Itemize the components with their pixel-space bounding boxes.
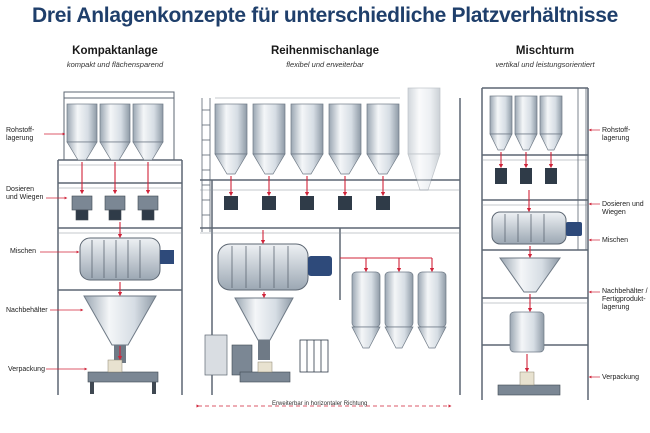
reihen-dosing bbox=[224, 196, 390, 210]
left-label-leaders bbox=[40, 132, 88, 371]
label-left-mischen: Mischen bbox=[10, 248, 37, 255]
right-label-leaders bbox=[588, 128, 600, 379]
reihen-hopper bbox=[234, 297, 294, 341]
label-right-verpackung: Verpackung bbox=[602, 374, 639, 381]
kompakt-mixer bbox=[79, 237, 174, 281]
expand-note: Erweiterbar in horizontaler Richtung bbox=[272, 401, 368, 407]
kompakt-dosing bbox=[71, 195, 159, 221]
turm-structure bbox=[481, 87, 589, 400]
safety-fence bbox=[299, 339, 329, 373]
panel-subtitle-turm: vertikal und leistungsorientiert bbox=[495, 60, 595, 69]
label-left-dosieren: Dosieren und Wiegen bbox=[6, 186, 44, 202]
label-right-nachbehaelter: Nachbehälter / Fertigprodukt- lagerung bbox=[602, 288, 648, 312]
reihen-silos bbox=[214, 103, 400, 175]
kompakt-packing bbox=[87, 359, 159, 394]
turm-silos bbox=[489, 95, 563, 151]
reihen-mixer bbox=[217, 243, 332, 291]
panel-subtitle-reihen: flexibel und erweiterbar bbox=[286, 60, 364, 69]
turm-dosing bbox=[495, 168, 557, 184]
kompakt-structure bbox=[57, 91, 183, 395]
panel-title-turm: Mischturm bbox=[515, 45, 575, 57]
panel-subtitle-kompakt: kompakt und flächensparend bbox=[66, 60, 164, 69]
label-right-mischen: Mischen bbox=[602, 237, 629, 244]
reihen-structure bbox=[196, 87, 461, 408]
main-title: Drei Anlagenkonzepte für unterschiedlich… bbox=[31, 4, 619, 27]
label-left-verpackung: Verpackung bbox=[8, 366, 45, 373]
kompakt-silos bbox=[66, 103, 164, 161]
turm-product-bin bbox=[509, 311, 545, 353]
label-left-nachbehaelter: Nachbehälter bbox=[6, 307, 48, 314]
flow-arrows bbox=[79, 152, 554, 373]
label-left-rohstoff: Rohstoff- lagerung bbox=[6, 127, 35, 143]
kompakt-hopper bbox=[83, 295, 157, 346]
reihen-storage-silos bbox=[351, 271, 447, 349]
turm-hopper bbox=[499, 257, 561, 293]
panel-title-reihen: Reihenmischanlage bbox=[270, 45, 379, 57]
panel-title-kompakt: Kompaktanlage bbox=[72, 45, 158, 57]
label-right-rohstoff: Rohstoff- lagerung bbox=[602, 127, 631, 143]
control-cabinet bbox=[204, 334, 228, 376]
label-right-dosieren: Dosieren und Wiegen bbox=[602, 201, 644, 217]
turm-mixer bbox=[491, 211, 582, 245]
